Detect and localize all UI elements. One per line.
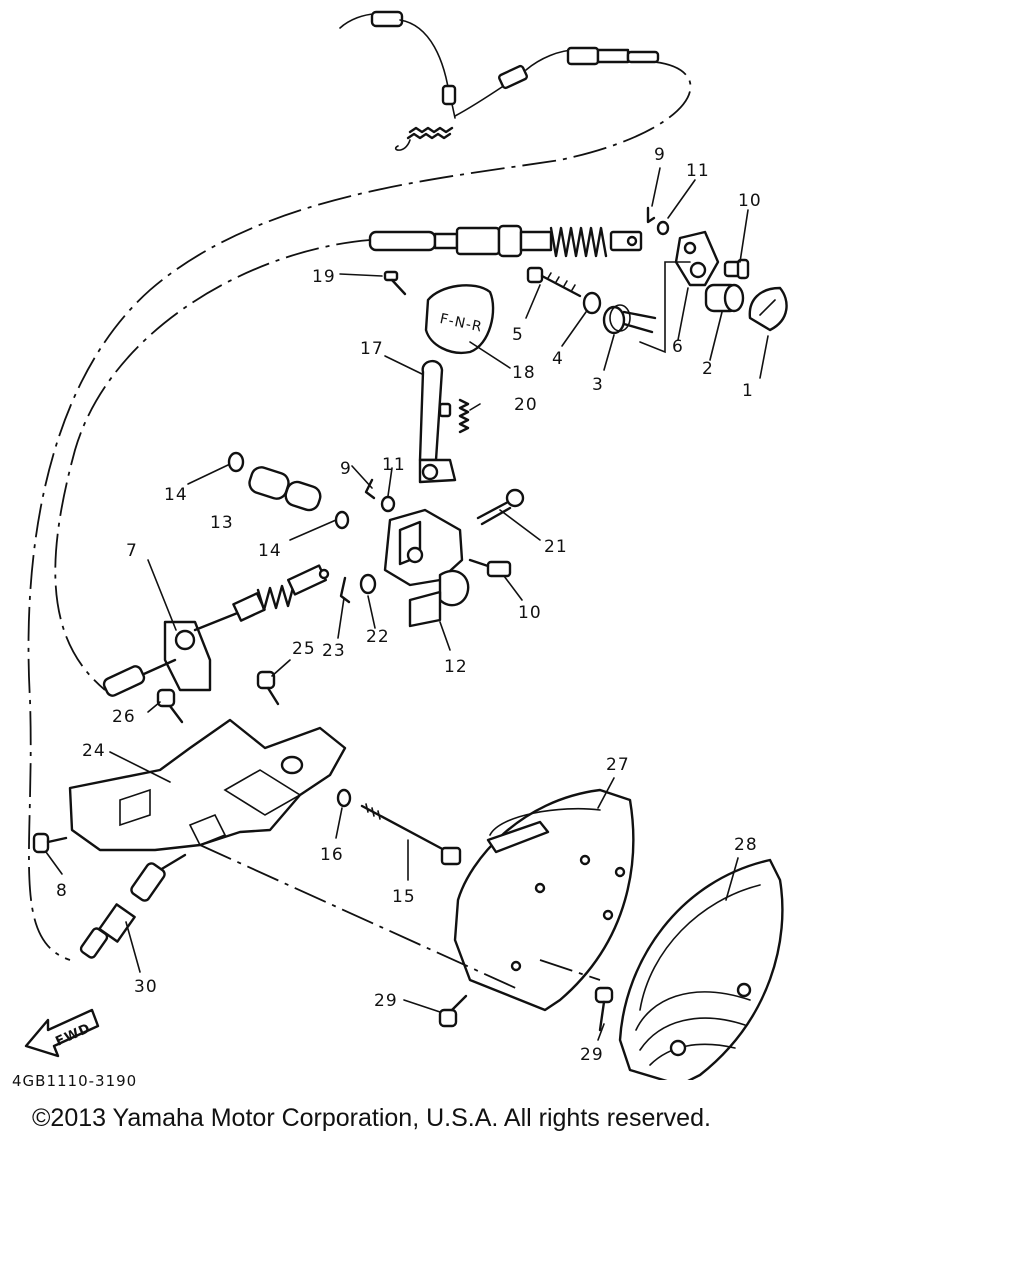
- callout-29-right: 29: [580, 1045, 604, 1065]
- callout-21: 21: [544, 537, 568, 557]
- part-14-oring-upper: [227, 451, 245, 473]
- part-4-washer: [582, 291, 602, 315]
- callout-11-upper: 11: [686, 161, 710, 181]
- callout-11-middle: 11: [382, 455, 406, 475]
- callout-3: 3: [592, 375, 604, 395]
- callout-26: 26: [112, 707, 136, 727]
- lever-pin: [438, 402, 452, 418]
- part-6-lever: [674, 230, 720, 287]
- callout-29-left: 29: [374, 991, 398, 1011]
- part-16-washer: [336, 788, 352, 808]
- part-12-shift-bracket: [383, 508, 470, 628]
- callout-1: 1: [742, 381, 754, 401]
- callout-leader-lines: [45, 167, 769, 1041]
- part-23-cotter-pin: [339, 576, 351, 604]
- callout-9-upper: 9: [654, 145, 666, 165]
- part-2-bushing: [704, 283, 745, 313]
- part-10-bolt-middle: [468, 558, 512, 578]
- callout-28: 28: [734, 835, 758, 855]
- part-22-washer: [359, 573, 377, 595]
- cover-alignment-dashed: [199, 844, 521, 991]
- part-29-bolt-left: [438, 994, 468, 1028]
- upper-shift-cable: [368, 224, 643, 258]
- callout-7: 7: [126, 541, 138, 561]
- part-30-cable-end: [79, 853, 187, 959]
- part-9-clip-middle: [364, 478, 376, 500]
- part-1-cap: [748, 286, 788, 332]
- part-26-bolt: [156, 688, 184, 724]
- part-21-pin: [476, 488, 525, 526]
- callout-15: 15: [392, 887, 416, 907]
- callout-14-upper: 14: [164, 485, 188, 505]
- part-24-mounting-bracket: [68, 718, 347, 852]
- callout-5: 5: [512, 325, 524, 345]
- callout-9-middle: 9: [340, 459, 352, 479]
- callout-19: 19: [312, 267, 336, 287]
- part-11-washer-upper: [656, 220, 670, 236]
- callout-27: 27: [606, 755, 630, 775]
- callout-10-upper: 10: [738, 191, 762, 211]
- callout-2: 2: [702, 359, 714, 379]
- part-29-bolt-right: [594, 986, 614, 1032]
- callout-17: 17: [360, 339, 384, 359]
- callout-20: 20: [514, 395, 538, 415]
- part-17-shift-lever: [418, 360, 457, 484]
- exploded-parts-diagram: F-N-R: [24, 10, 788, 1080]
- callout-25: 25: [292, 639, 316, 659]
- part-5-bolt: [526, 266, 582, 298]
- upper-pull-cable: [339, 10, 660, 151]
- callout-4: 4: [552, 349, 564, 369]
- part-15-long-bolt: [360, 803, 462, 866]
- callout-12: 12: [444, 657, 468, 677]
- part-11-washer-middle: [380, 495, 396, 513]
- callout-10-middle: 10: [518, 603, 542, 623]
- part-27-inner-cover: [453, 788, 635, 1012]
- callout-13: 13: [210, 513, 234, 533]
- part-18-knob: F-N-R: [424, 284, 495, 355]
- part-10-bolt-upper: [723, 258, 750, 280]
- part-7-cable-bracket: [102, 564, 330, 697]
- callout-23: 23: [322, 641, 346, 661]
- cluster-leader-lines: [639, 261, 691, 354]
- part-19-screw: [383, 270, 407, 296]
- callout-18: 18: [512, 363, 536, 383]
- part-3-spring: [602, 304, 657, 335]
- copyright-notice: ©2013 Yamaha Motor Corporation, U.S.A. A…: [32, 1104, 711, 1132]
- callout-14-lower: 14: [258, 541, 282, 561]
- callout-6: 6: [672, 337, 684, 357]
- part-13-grip: [248, 466, 322, 512]
- cable-route-dashed-line: [27, 61, 692, 961]
- part-14-oring-lower: [334, 510, 350, 530]
- callout-30: 30: [134, 977, 158, 997]
- callout-24: 24: [82, 741, 106, 761]
- part-9-clip-upper: [646, 206, 656, 224]
- part-20-spring: [458, 398, 470, 434]
- callout-8: 8: [56, 881, 68, 901]
- cable-route-dashed-line-2: [54, 239, 371, 691]
- part-25-bolt: [256, 670, 280, 706]
- fwd-arrow-icon: FWD: [24, 1008, 100, 1058]
- cover-alignment-dashed-2: [539, 959, 601, 981]
- callout-16: 16: [320, 845, 344, 865]
- part-8-bolt: [32, 832, 68, 854]
- part-28-outer-cover: [618, 858, 784, 1080]
- drawing-code: 4GB1110-3190: [12, 1072, 138, 1090]
- callout-22: 22: [366, 627, 390, 647]
